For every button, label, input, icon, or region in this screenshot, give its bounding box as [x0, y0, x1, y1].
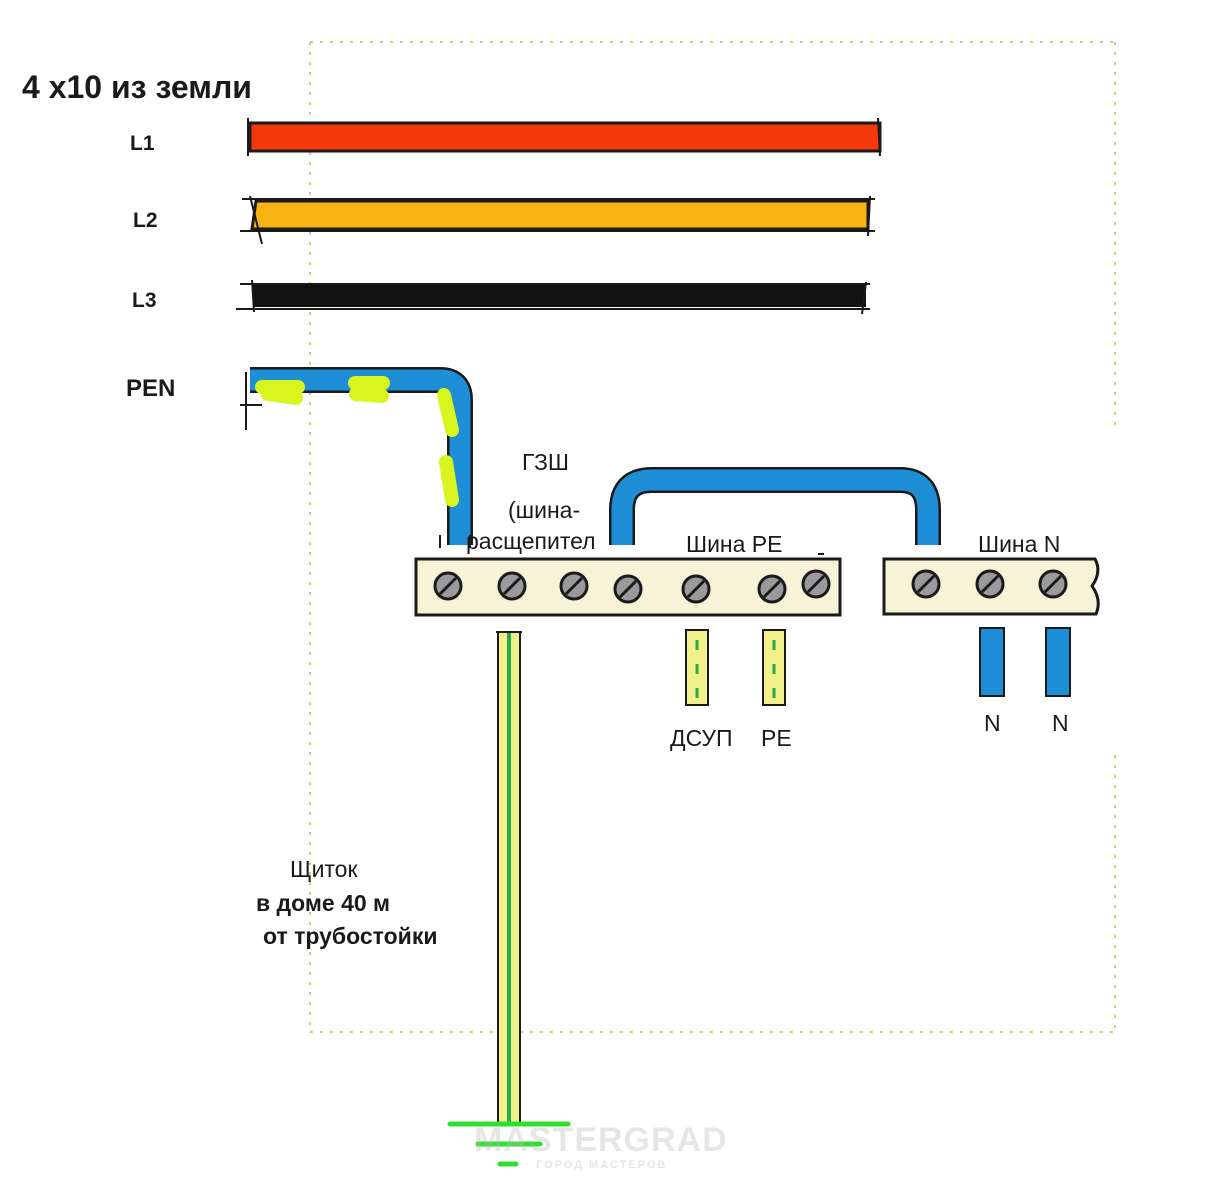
terminal-screw-icon [497, 571, 527, 601]
terminal-screw-icon [975, 569, 1005, 599]
label-pen: PEN [126, 375, 175, 402]
panel-note-line3: от трубостойки [263, 923, 437, 949]
gzsh-label-line2: (шина- [508, 497, 580, 523]
panel-note-line1: Щиток [290, 856, 358, 882]
label-n1: N [984, 710, 1001, 736]
label-n2: N [1052, 710, 1069, 736]
conductor-l3 [236, 279, 870, 315]
ground-symbol-icon [447, 1121, 571, 1167]
gzsh-label-line1: ГЗШ [522, 449, 569, 475]
label-l2: L2 [133, 209, 158, 232]
n-bus-label: Шина N [978, 531, 1060, 557]
label-dsup: ДСУП [670, 725, 733, 751]
panel-note-line2: в доме 40 м [256, 890, 390, 916]
gzsh-label-line3: расщепител [466, 528, 596, 554]
terminal-screw-icon [911, 569, 941, 599]
terminal-screw-icon [559, 571, 589, 601]
label-l1: L1 [130, 132, 155, 155]
n-wire-1 [979, 627, 1005, 697]
terminal-screw-icon [613, 574, 643, 604]
terminal-screw-icon [433, 571, 463, 601]
dsup-wire [685, 629, 709, 706]
watermark-brand: MASTERGRAD [474, 1121, 728, 1159]
diagram-title: 4 х10 из земли [22, 69, 252, 105]
pe-bus-label: Шина РЕ [686, 531, 783, 557]
label-pe: PE [761, 725, 792, 751]
watermark-logo: MASTERGRAD ГОРОД МАСТЕРОВ [474, 1121, 728, 1171]
terminal-screw-icon [1038, 569, 1068, 599]
pe-n-jumper [609, 467, 941, 545]
conductor-pen [240, 367, 473, 548]
conductor-l2 [240, 195, 875, 245]
terminal-screw-icon [681, 574, 711, 604]
panel-enclosure [309, 41, 1116, 1033]
terminal-screw-icon [433, 569, 1068, 604]
conductor-l1 [247, 117, 882, 157]
ground-conductor [496, 631, 522, 1126]
pe-wire [762, 629, 786, 706]
n-wire-2 [1045, 627, 1071, 697]
terminal-screw-icon [801, 569, 831, 599]
label-l3: L3 [132, 289, 157, 312]
watermark-tagline: ГОРОД МАСТЕРОВ [536, 1159, 667, 1171]
terminal-screw-icon [757, 574, 787, 604]
